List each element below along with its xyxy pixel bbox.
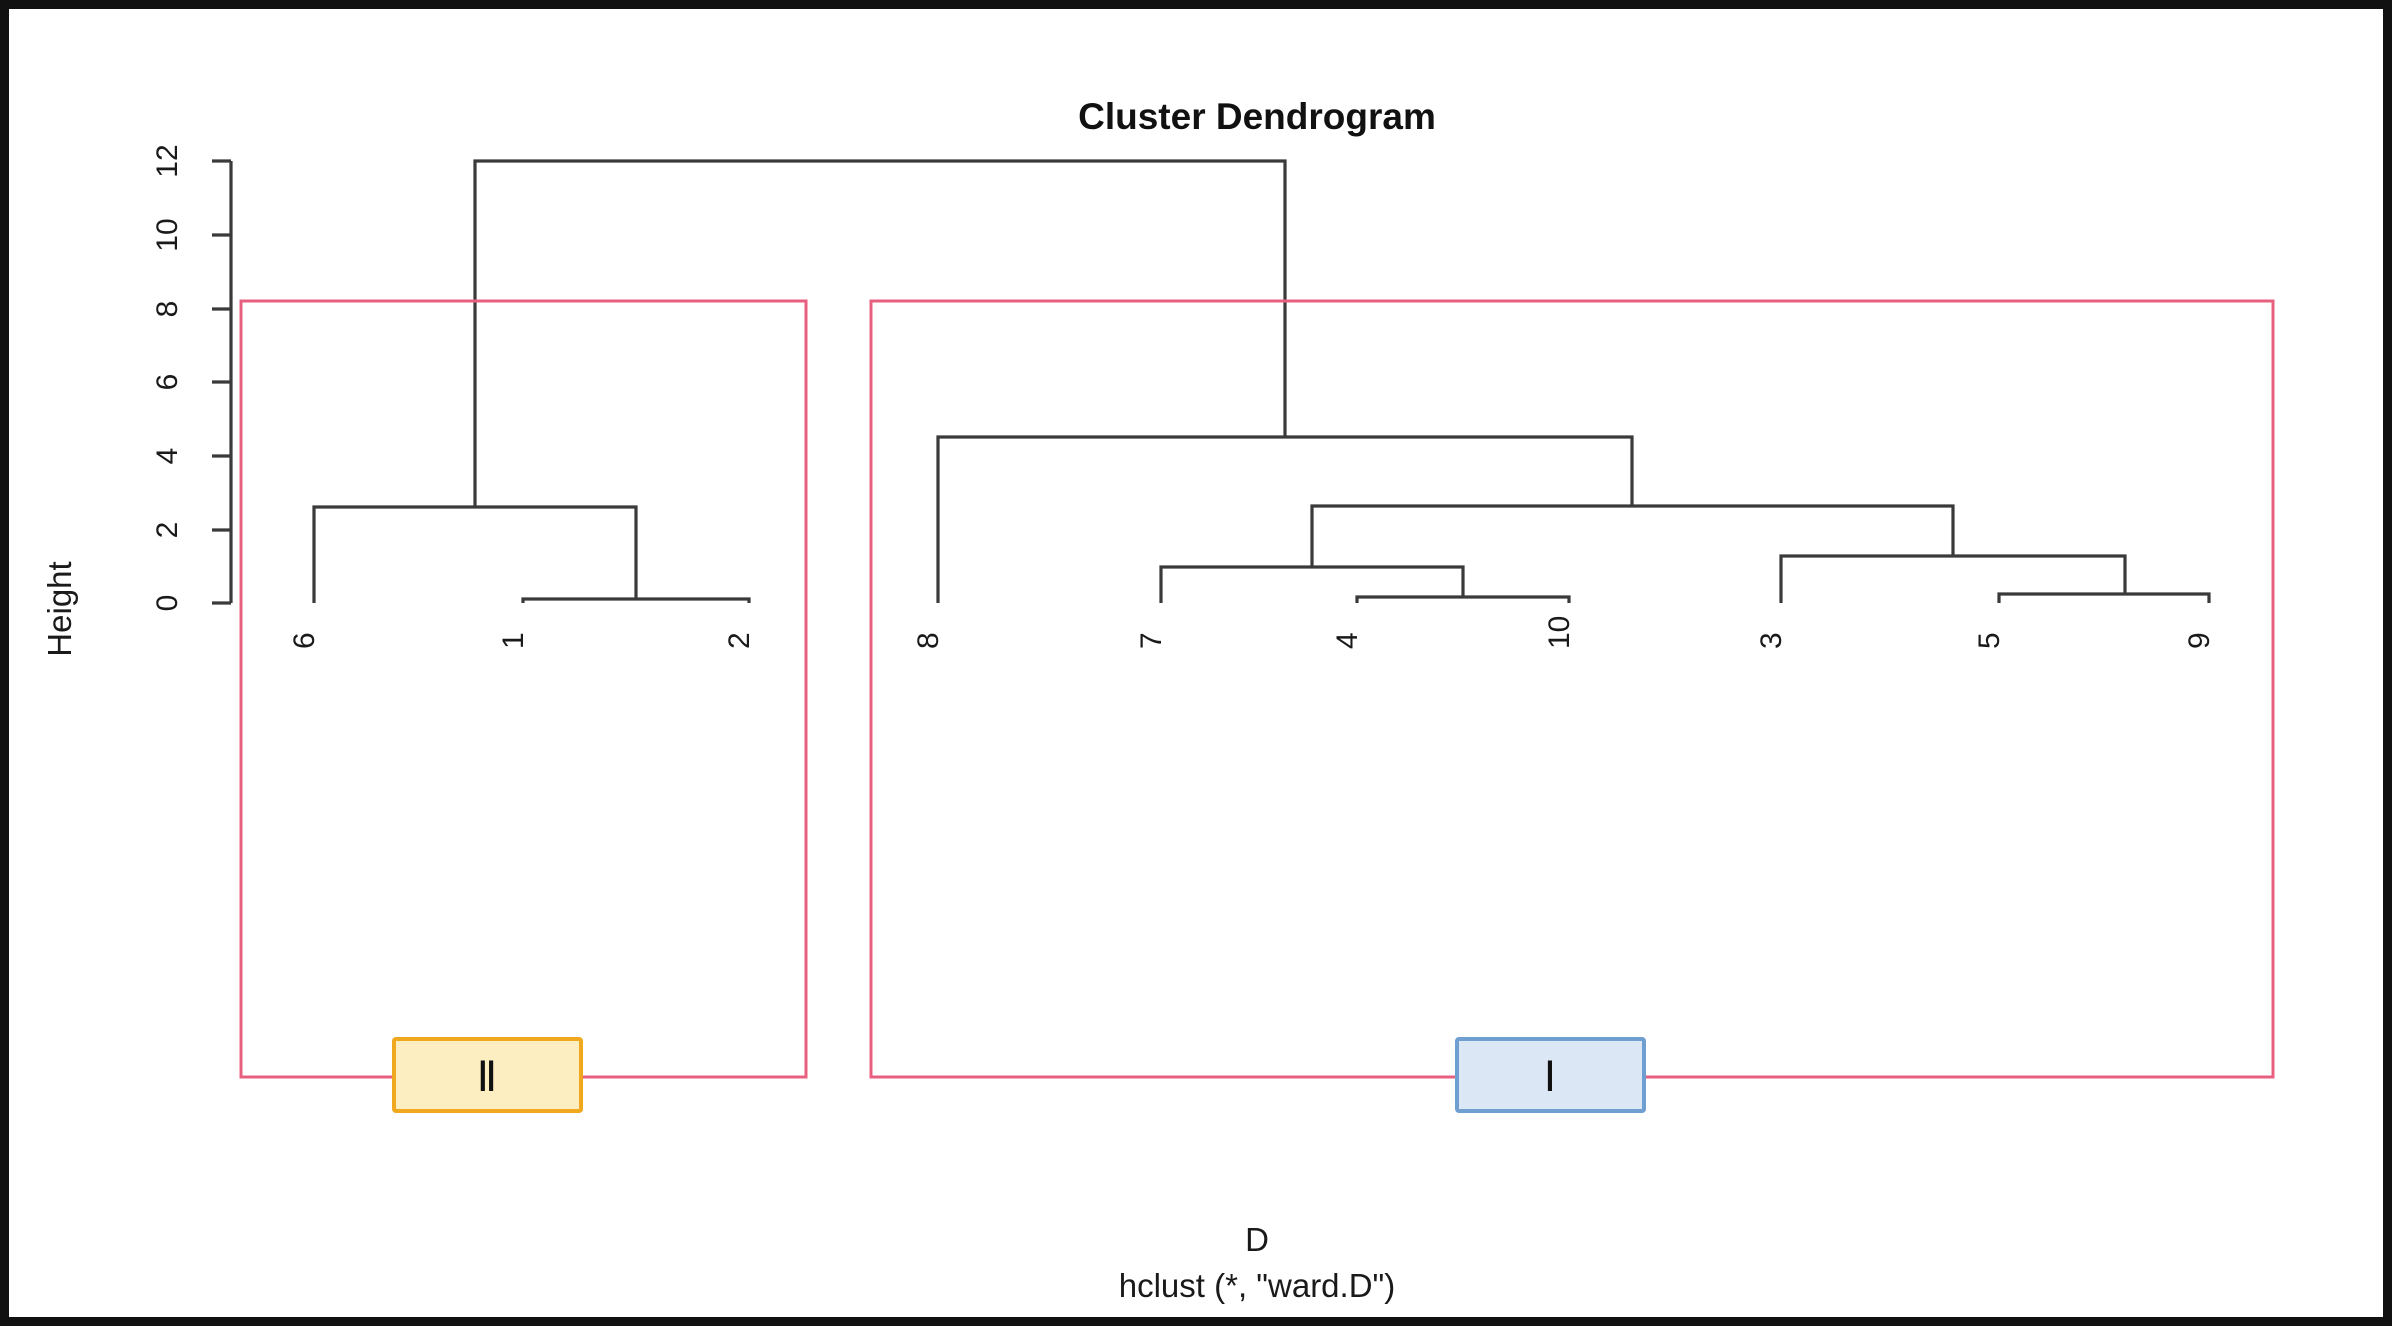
leaf-label-2: 2 bbox=[723, 632, 756, 649]
leaf-label-6: 6 bbox=[288, 632, 321, 649]
caption-line-1: D bbox=[1245, 1221, 1269, 1258]
cluster-box-ii-rect[interactable] bbox=[392, 1037, 583, 1113]
leaf-label-3: 3 bbox=[1755, 632, 1788, 649]
leaf-label-10: 10 bbox=[1543, 616, 1576, 649]
page-title: Cluster Dendrogram bbox=[1078, 96, 1436, 137]
merge-node-m6 bbox=[1779, 554, 2127, 603]
leaf-labels: 6 1 2 8 7 4 10 3 5 9 bbox=[288, 616, 2216, 649]
dendrogram-plot: Cluster Dendrogram 12 10 8 6 4 2 0 Heigh… bbox=[41, 96, 2275, 1304]
merge-node-m4 bbox=[1159, 565, 1465, 603]
cluster-box-ii-label: Ⅱ bbox=[477, 1055, 498, 1101]
y-tick-label-0: 0 bbox=[151, 595, 184, 612]
leaf-label-7: 7 bbox=[1135, 632, 1168, 649]
leaf-label-8: 8 bbox=[912, 632, 945, 649]
merge-node-m2 bbox=[312, 505, 638, 603]
cluster-rectangles bbox=[239, 299, 2275, 1079]
y-tick-label-2: 2 bbox=[151, 522, 184, 539]
caption: D hclust (*, "ward.D") bbox=[1119, 1221, 1396, 1304]
caption-line-2: hclust (*, "ward.D") bbox=[1119, 1267, 1396, 1304]
merge-node-m3 bbox=[1355, 595, 1571, 603]
cluster-box-i[interactable]: Ⅰ bbox=[1455, 1037, 1646, 1113]
y-tick-label-12: 12 bbox=[151, 144, 184, 177]
merge-node-m1 bbox=[521, 597, 751, 603]
merge-node-m9 bbox=[473, 159, 1287, 507]
y-axis-title: Height bbox=[41, 561, 78, 656]
cluster-box-i-rect[interactable] bbox=[1455, 1037, 1646, 1113]
y-tick-label-10: 10 bbox=[151, 218, 184, 251]
cluster-box-ii[interactable]: Ⅱ bbox=[392, 1037, 583, 1113]
leaf-label-9: 9 bbox=[2183, 632, 2216, 649]
y-tick-label-8: 8 bbox=[151, 301, 184, 318]
y-axis: 12 10 8 6 4 2 0 Height bbox=[41, 144, 233, 657]
cluster-rect-ii bbox=[239, 299, 808, 1079]
leaf-label-1: 1 bbox=[497, 632, 530, 649]
cluster-box-i-label: Ⅰ bbox=[1544, 1055, 1556, 1101]
cluster-rect-i bbox=[869, 299, 2275, 1079]
leaf-label-4: 4 bbox=[1331, 632, 1364, 649]
merge-node-m5 bbox=[1997, 592, 2211, 603]
y-tick-label-6: 6 bbox=[151, 374, 184, 391]
leaf-label-5: 5 bbox=[1973, 632, 2006, 649]
dendrogram-branches bbox=[312, 159, 2211, 603]
y-tick-label-4: 4 bbox=[151, 448, 184, 465]
merge-node-m7 bbox=[1310, 504, 1955, 567]
merge-node-m8 bbox=[936, 435, 1634, 603]
